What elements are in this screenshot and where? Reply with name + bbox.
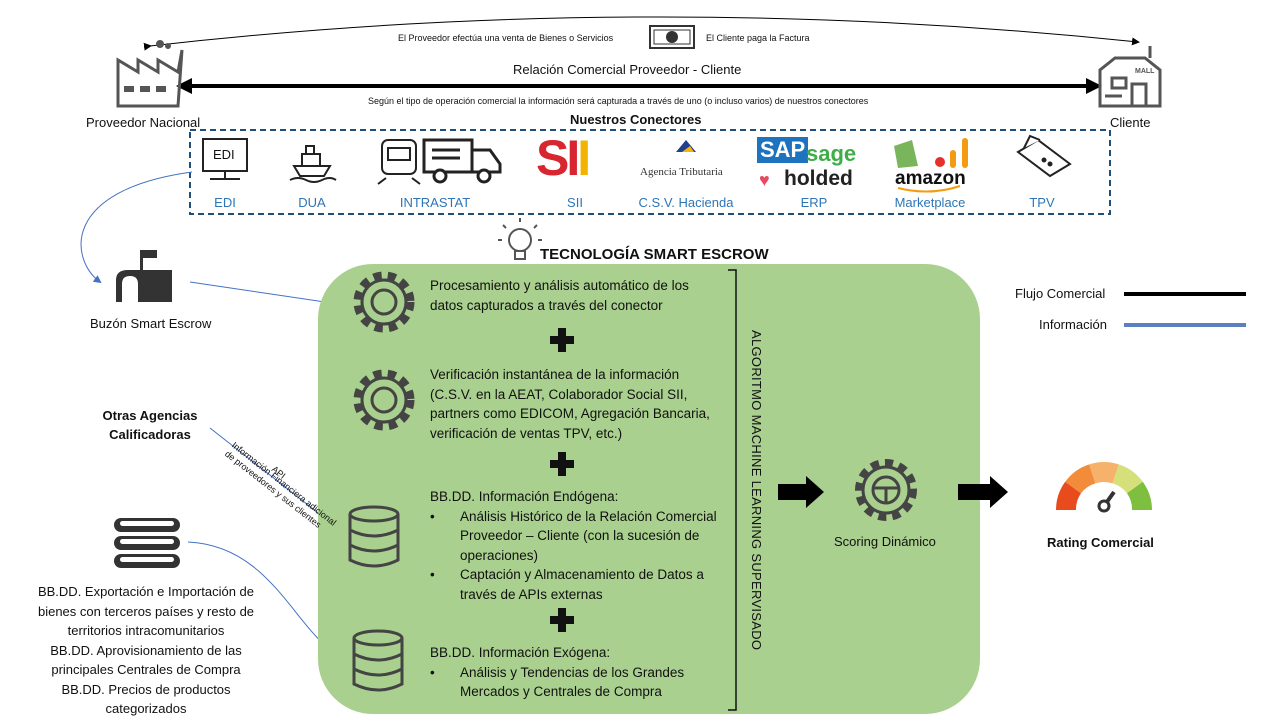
relation-text: Relación Comercial Proveedor - Cliente [513, 62, 742, 77]
amazon-smile-icon [897, 185, 961, 193]
algorithm-label: ALGORITMO MACHINE LEARNING SUPERVISADO [749, 330, 764, 651]
sap-logo: SAP [757, 137, 809, 163]
plus-icon [550, 452, 574, 476]
endogenous-block: BB.DD. Información Endógena: Análisis Hi… [430, 487, 726, 604]
money-icon [649, 25, 695, 49]
mailbox-label: Buzón Smart Escrow [90, 316, 212, 331]
connector-label-erp: ERP [800, 195, 828, 210]
factory-icon [116, 40, 184, 108]
databases-text: BB.DD. Exportación e Importación de bien… [22, 582, 270, 719]
exogenous-item: Análisis y Tendencias de los Grandes Mer… [430, 663, 726, 702]
mall-icon [1098, 46, 1162, 108]
payment-text: El Cliente paga la Factura [706, 33, 810, 43]
client-label: Cliente [1110, 115, 1151, 130]
lightbulb-icon [498, 218, 542, 260]
rating-gauge-icon [1056, 462, 1152, 513]
edi-monitor-icon [202, 138, 248, 180]
agencies-label: Otras Agencias Calificadoras [102, 408, 198, 442]
holded-logo: holded [784, 167, 853, 190]
smart-escrow-panel [318, 264, 980, 714]
mall-sign: MALL [1135, 68, 1155, 75]
sale-text: El Proveedor efectúa una venta de Bienes… [398, 33, 614, 43]
connector-label-dua: DUA [298, 195, 326, 210]
exogenous-block: BB.DD. Información Exógena: Análisis y T… [430, 643, 726, 702]
database-icon [352, 629, 404, 692]
connector-label-csv-hacienda: C.S.V. Hacienda [638, 195, 734, 210]
tpv-terminal-icon [1016, 134, 1072, 178]
agencia-tributaria-icon [676, 140, 696, 152]
arrow-to-rating [958, 476, 1008, 508]
ship-icon [289, 145, 337, 183]
gear-icon [353, 369, 415, 431]
steering-gear-icon [855, 459, 917, 521]
database-icon [114, 518, 180, 568]
amazon-logo: amazon [895, 168, 966, 189]
arrow-to-scoring [778, 476, 824, 508]
connectors-title: Nuestros Conectores [570, 112, 702, 127]
legend-commercial-label: Flujo Comercial [1015, 286, 1106, 301]
database-prices-text: BB.DD. Precios de productos categorizado… [61, 681, 231, 717]
bars-chart-icon [935, 138, 968, 168]
plus-icon [550, 608, 574, 632]
processing-text: Procesamiento y análisis automático de l… [430, 278, 689, 313]
mailbox-icon [116, 250, 172, 302]
verification-text: Verificación instantánea de la informaci… [430, 367, 710, 441]
connector-label-sii: SII [567, 195, 583, 210]
algorithm-bracket [728, 269, 737, 711]
truck-icon [422, 138, 502, 184]
connector-label-tpv: TPV [1029, 195, 1055, 210]
edi-logo-text: EDI [213, 147, 235, 162]
endogenous-item: Análisis Histórico de la Relación Comerc… [430, 507, 726, 566]
train-icon [377, 139, 421, 185]
legend-information-label: Información [1039, 317, 1107, 332]
algorithm-label-wrap: ALGORITMO MACHINE LEARNING SUPERVISADO [748, 330, 768, 650]
shopify-icon [894, 140, 918, 168]
database-supply-text: BB.DD. Aprovisionamiento de las principa… [50, 642, 242, 678]
database-export-text: BB.DD. Exportación e Importación de bien… [37, 584, 255, 638]
gear-icon [353, 271, 415, 333]
connector-label-marketplace: Marketplace [894, 195, 966, 210]
capture-text: Según el tipo de operación comercial la … [368, 96, 869, 106]
sii-logo: SII [536, 130, 591, 186]
rating-label: Rating Comercial [1047, 535, 1154, 550]
holded-heart-icon: ♥ [759, 170, 770, 190]
plus-icon [550, 328, 574, 352]
sage-logo: sage [806, 141, 857, 166]
connector-label-edi: EDI [214, 195, 236, 210]
connector-label-intrastat: INTRASTAT [399, 195, 471, 210]
endogenous-title: BB.DD. Información Endógena: [430, 489, 619, 504]
smart-escrow-title: TECNOLOGÍA SMART ESCROW [540, 246, 769, 263]
edi-to-mailbox-line [80, 171, 193, 284]
endogenous-item: Captación y Almacenamiento de Datos a tr… [430, 565, 726, 604]
database-icon [348, 505, 400, 568]
agencia-tributaria-logo: Agencia Tributaria [640, 166, 723, 178]
top-curved-arrow [143, 16, 1140, 51]
exogenous-title: BB.DD. Información Exógena: [430, 645, 611, 660]
scoring-label: Scoring Dinámico [834, 534, 936, 549]
provider-label: Proveedor Nacional [86, 115, 201, 130]
